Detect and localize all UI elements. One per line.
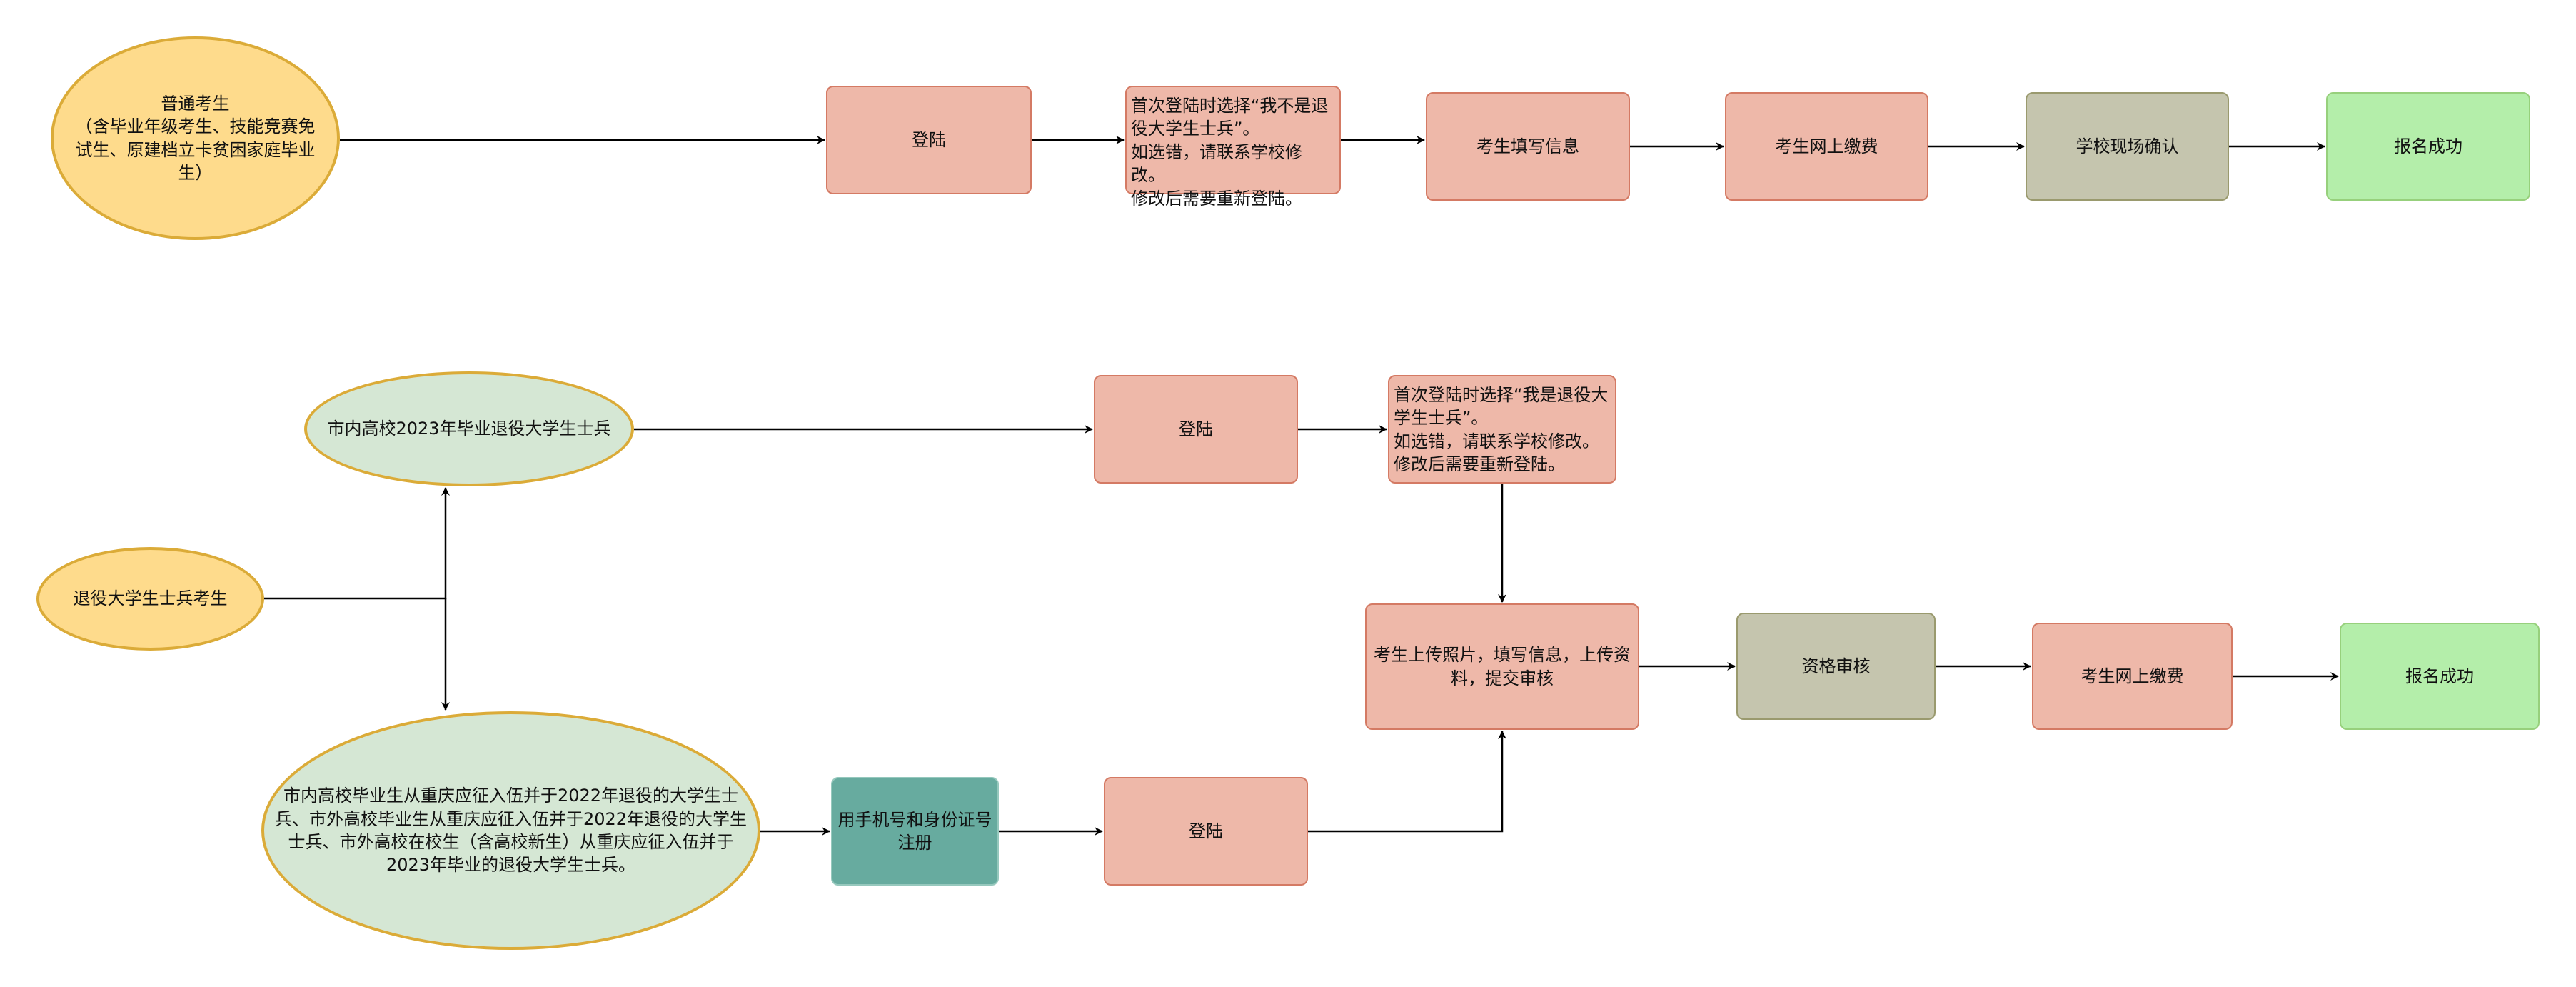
register-with-phone-id[interactable]: 用手机号和身份证号注册 [831,777,999,886]
online-payment-step-2[interactable]: 考生网上缴费 [2032,623,2233,730]
login-step[interactable]: 登陆 [826,86,1032,194]
branch-other-veterans[interactable]: 市内高校毕业生从重庆应征入伍并于2022年退役的大学生士兵、市外高校毕业生从重庆… [261,711,760,950]
qualification-review-step[interactable]: 资格审核 [1736,613,1936,720]
branch-local-2023-veterans[interactable]: 市内高校2023年毕业退役大学生士兵 [304,371,634,486]
fill-info-step[interactable]: 考生填写信息 [1426,92,1630,201]
start-veteran-candidate[interactable]: 退役大学生士兵考生 [36,547,264,651]
login-note-a[interactable]: 首次登陆时选择“我是退役大学生士兵”。 如选错，请联系学校修改。 修改后需要重新… [1388,375,1616,484]
login-step-b[interactable]: 登陆 [1104,777,1308,886]
registration-success[interactable]: 报名成功 [2326,92,2530,201]
login-step-a[interactable]: 登陆 [1094,375,1298,484]
edge-veteran-branch-a [264,487,450,600]
onsite-confirm-step[interactable]: 学校现场确认 [2026,92,2229,201]
online-payment-step[interactable]: 考生网上缴费 [1725,92,1928,201]
upload-submit-step[interactable]: 考生上传照片，填写信息，上传资料，提交审核 [1365,603,1639,730]
login-note[interactable]: 首次登陆时选择“我不是退役大学生士兵”。 如选错，请联系学校修改。 修改后需要重… [1125,86,1341,209]
edge-loginb-upload [1308,731,1506,833]
registration-success-2[interactable]: 报名成功 [2340,623,2540,730]
start-regular-candidate[interactable]: 普通考生 （含毕业年级考生、技能竞赛免试生、原建档立卡贫困家庭毕业生） [51,36,340,240]
